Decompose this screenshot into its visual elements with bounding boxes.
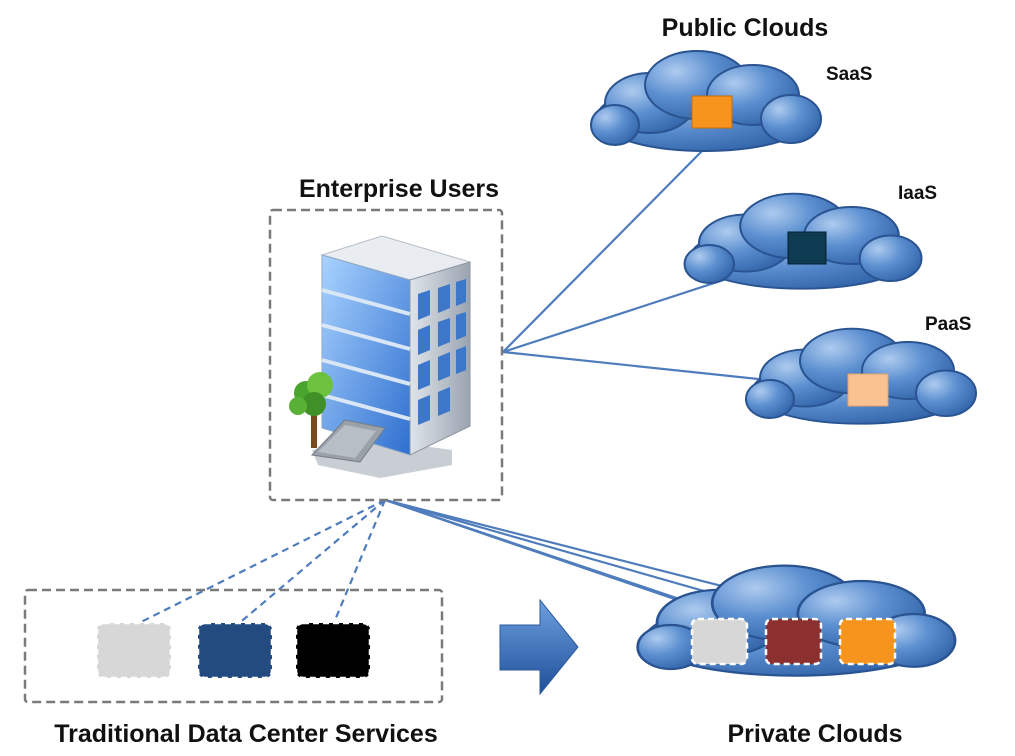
cloud-iaas [683,192,923,290]
traditional-services-label: Traditional Data Center Services [54,720,437,748]
dashed-connector-lines [134,499,387,626]
public-clouds-label: Public Clouds [662,14,829,42]
traditional-service-2 [196,621,274,680]
enterprise-users-box [268,208,504,502]
traditional-service-1 [95,621,173,680]
private-service-2 [764,617,823,666]
dashed-line-1 [134,499,386,626]
traditional-service-boxes [95,621,372,680]
iaas-service-box [787,231,827,265]
connector-lines [384,149,863,622]
private-service-boxes [690,617,897,666]
dashed-line-2 [236,499,386,626]
saas-service-box [691,95,733,129]
enterprise-users-label: Enterprise Users [299,175,499,203]
migration-arrow [499,598,579,696]
dashed-line-3 [331,499,387,626]
paas-service-box [847,373,889,407]
office-building-icon [289,235,472,478]
line-to-saas [502,149,704,353]
cloud-paas [745,327,977,425]
traditional-services-box [23,588,444,704]
traditional-service-3 [294,621,372,680]
private-clouds-label: Private Clouds [727,720,902,748]
saas-label: SaaS [826,64,872,85]
private-service-3 [838,617,897,666]
line-to-private-2 [384,498,728,617]
paas-label: PaaS [925,314,971,335]
iaas-label: IaaS [898,183,937,204]
cloud-saas [590,50,822,152]
private-service-1 [690,617,749,666]
